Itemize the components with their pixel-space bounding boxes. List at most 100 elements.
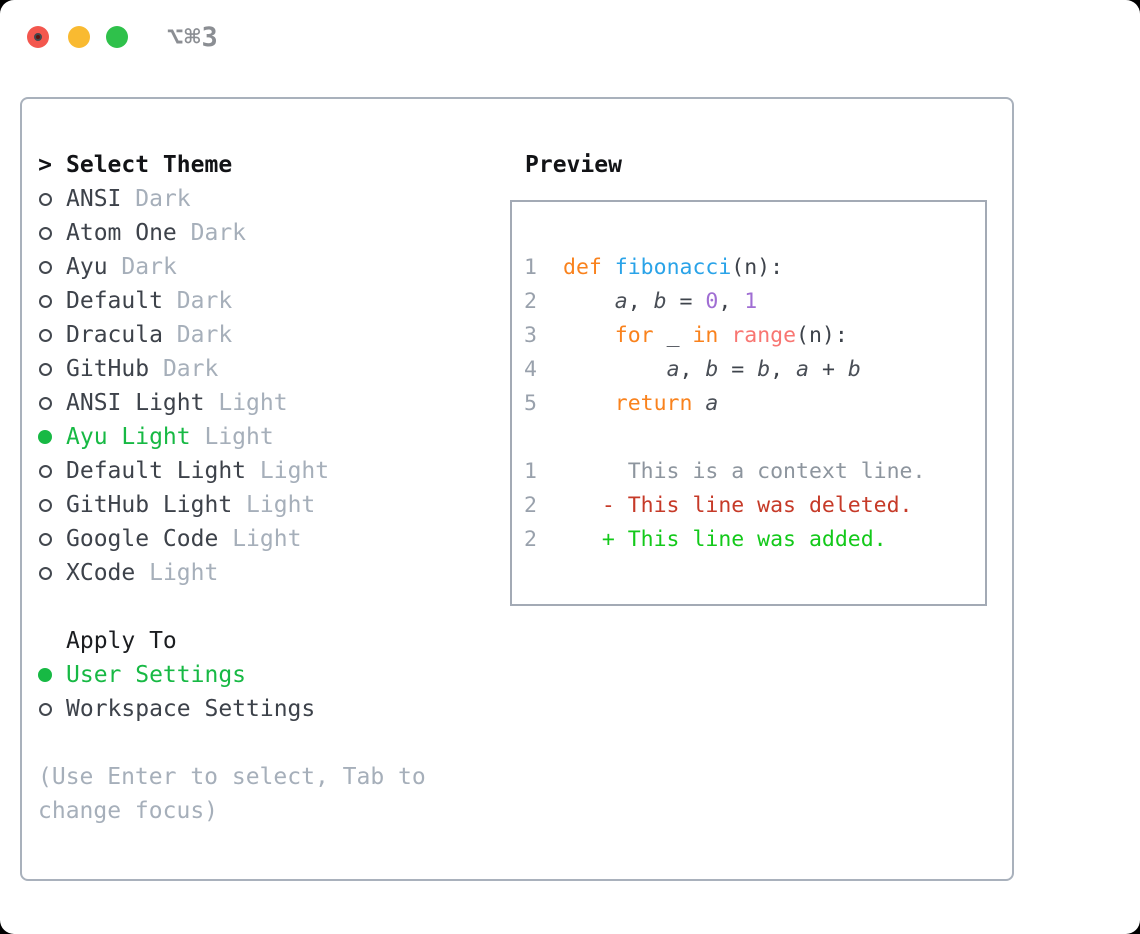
blank-line — [524, 420, 985, 454]
item-label-text: ANSI Light Light — [66, 390, 288, 416]
radio-icon — [38, 396, 52, 410]
theme-item-ansi-light[interactable]: ANSI Light Light — [38, 386, 458, 420]
select-theme-header: > Select Theme — [38, 148, 458, 182]
line-number: 1 — [524, 458, 537, 484]
title-bar: ⌥⌘3 — [0, 0, 1140, 97]
minimize-button[interactable] — [68, 26, 90, 48]
select-theme-title: Select Theme — [66, 152, 233, 178]
theme-item-github-light[interactable]: GitHub Light Light — [38, 488, 458, 522]
radio-icon — [38, 192, 52, 206]
apply-item-user-settings[interactable]: User Settings — [38, 658, 458, 692]
radio-icon — [38, 532, 52, 546]
code-text: for _ in range(n): — [614, 322, 848, 348]
apply-item-workspace-settings[interactable]: Workspace Settings — [38, 692, 458, 726]
item-label: Dracula — [66, 322, 163, 348]
radio-icon — [38, 702, 52, 716]
theme-item-default-light[interactable]: Default Light Light — [38, 454, 458, 488]
radio-icon — [38, 566, 52, 580]
item-variant-label: Light — [218, 390, 288, 416]
radio-icon — [38, 294, 52, 308]
item-variant-label: Light — [232, 526, 302, 552]
item-variant-label: Light — [149, 560, 219, 586]
theme-item-google-code[interactable]: Google Code Light — [38, 522, 458, 556]
line-number: 4 — [524, 356, 537, 382]
code-text: a, b = b, a + b — [666, 356, 861, 382]
radio-icon — [38, 260, 52, 274]
close-dot-icon — [34, 33, 42, 41]
item-label: XCode — [66, 560, 136, 586]
code-text: a, b = 0, 1 — [614, 288, 758, 314]
item-label-text: Default Light Light — [66, 458, 329, 484]
item-label: Default — [66, 288, 163, 314]
item-label-text: Google Code Light — [66, 526, 301, 552]
theme-item-atom-one[interactable]: Atom One Dark — [38, 216, 458, 250]
code-line-3: 3 for _ in range(n): — [524, 318, 985, 352]
diff-text: This is a context line. — [563, 458, 926, 484]
line-number: 2 — [524, 492, 537, 518]
line-number: 1 — [524, 254, 537, 280]
item-label: Default Light — [66, 458, 247, 484]
line-number: 2 — [524, 526, 537, 552]
diff-line-added: 2 + This line was added. — [524, 522, 985, 556]
item-label: Ayu Light — [66, 424, 191, 450]
item-variant-label: Dark — [176, 322, 233, 348]
apply-to-header: Apply To — [38, 624, 458, 658]
item-label: GitHub — [66, 356, 150, 382]
item-label-text: ANSI Dark — [66, 186, 191, 212]
item-label-text: User Settings — [66, 662, 246, 688]
line-number: 2 — [524, 288, 537, 314]
radio-icon — [38, 498, 52, 512]
line-number: 5 — [524, 390, 537, 416]
diff-line-context: 1 This is a context line. — [524, 454, 985, 488]
item-label: ANSI — [66, 186, 122, 212]
radio-selected-icon — [38, 668, 52, 682]
item-label-text: Ayu Dark — [66, 254, 177, 280]
item-label-text: Atom One Dark — [66, 220, 246, 246]
theme-item-ayu-light[interactable]: Ayu Light Light — [38, 420, 458, 454]
theme-item-ansi[interactable]: ANSI Dark — [38, 182, 458, 216]
theme-item-dracula[interactable]: Dracula Dark — [38, 318, 458, 352]
item-label: User Settings — [66, 662, 247, 688]
line-number: 3 — [524, 322, 537, 348]
close-button[interactable] — [27, 26, 49, 48]
item-variant-label: Light — [259, 458, 330, 484]
item-label-text: GitHub Light Light — [66, 492, 315, 518]
item-label: Ayu — [66, 254, 108, 280]
item-variant-label: Dark — [121, 254, 177, 280]
item-label-text: GitHub Dark — [66, 356, 218, 382]
theme-item-ayu[interactable]: Ayu Dark — [38, 250, 458, 284]
radio-icon — [38, 464, 52, 478]
radio-selected-icon — [38, 430, 52, 444]
item-label-text: Dracula Dark — [66, 322, 232, 348]
radio-icon — [38, 328, 52, 342]
theme-item-xcode[interactable]: XCode Light — [38, 556, 458, 590]
diff-text: + This line was added. — [563, 526, 887, 552]
item-variant-label: Dark — [162, 356, 219, 382]
item-variant-label: Dark — [176, 288, 233, 314]
item-label: Workspace Settings — [66, 696, 316, 722]
window-shortcut-label: ⌥⌘3 — [167, 22, 219, 53]
preview-title: Preview — [525, 152, 622, 178]
code-line-5: 5 return a — [524, 386, 985, 420]
item-label-text: XCode Light — [66, 560, 218, 586]
radio-icon — [38, 362, 52, 376]
item-label: ANSI Light — [66, 390, 205, 416]
item-variant-label: Light — [204, 424, 274, 450]
apply-to-title: Apply To — [66, 628, 177, 654]
item-label: Atom One — [66, 220, 177, 246]
zoom-button[interactable] — [106, 26, 128, 48]
item-label-text: Workspace Settings — [66, 696, 315, 722]
item-label-text: Default Dark — [66, 288, 232, 314]
item-variant-label: Dark — [190, 220, 247, 246]
item-label: Google Code — [66, 526, 219, 552]
theme-item-default[interactable]: Default Dark — [38, 284, 458, 318]
theme-item-github[interactable]: GitHub Dark — [38, 352, 458, 386]
